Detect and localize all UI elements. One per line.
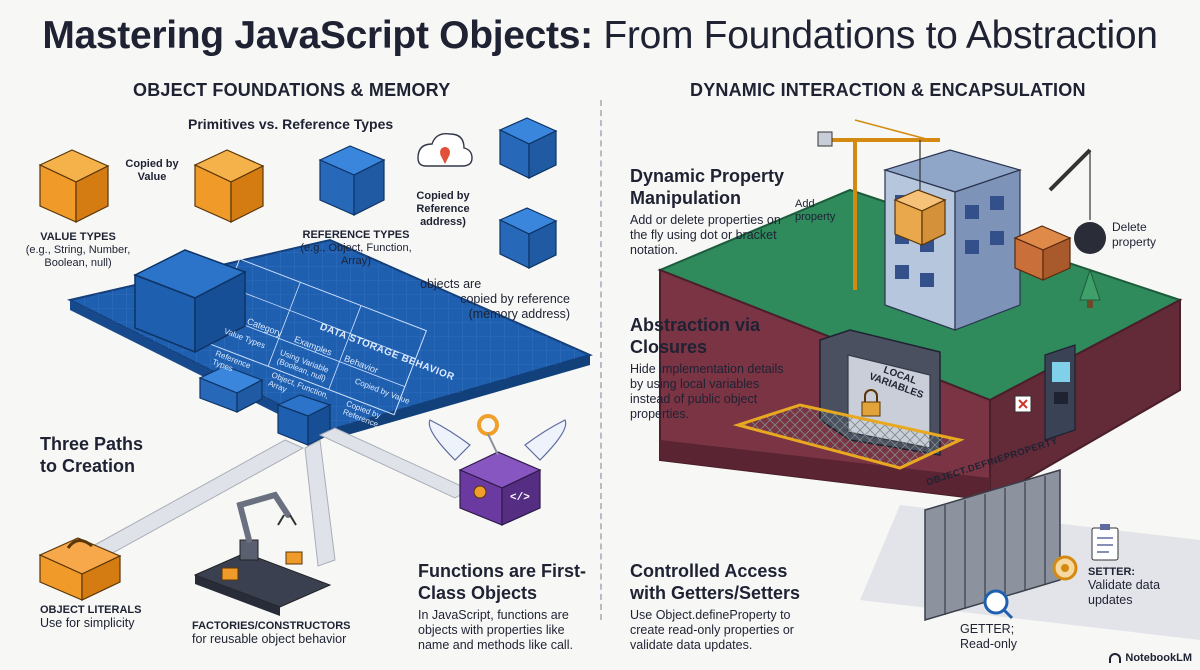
value-types-detail: (e.g., String, Number, Boolean, null) (25, 244, 131, 269)
controlled-detail: Use Object.defineProperty to create read… (630, 608, 794, 652)
copied-by-value-label: Copied by Value (125, 158, 179, 183)
dynamic-detail: Add or delete properties on the fly usin… (630, 213, 781, 257)
function-cube-icon: </> (428, 414, 567, 526)
objects-note: objects are copied by reference (memory … (400, 277, 570, 322)
functions-detail: In JavaScript, functions are objects wit… (418, 608, 573, 652)
copied-by-reference-label: Copied by Reference address) (416, 190, 470, 228)
reference-types-title: REFERENCE TYPES (302, 229, 410, 241)
added-property-box (893, 189, 947, 246)
deleted-property-box (1013, 225, 1072, 281)
reference-cube-2 (498, 117, 558, 179)
setter-gear-icon (1052, 555, 1078, 581)
delete-property-label: Delete property (1112, 220, 1157, 249)
reference-cube-3 (498, 207, 558, 269)
factories-detail: for reusable object behavior (192, 632, 347, 646)
tree-icon (1079, 268, 1101, 308)
primitives-title: Primitives vs. Reference Types (188, 116, 394, 132)
setter-label: SETTER: Validate data updates (1088, 566, 1178, 608)
dynamic-title: Dynamic Property Manipulation (630, 166, 785, 208)
cloud-pin-icon (417, 133, 473, 167)
notebooklm-logo-icon (1109, 653, 1122, 663)
value-cube-1 (38, 149, 110, 223)
object-literals-detail: Use for simplicity (40, 616, 135, 630)
blueprint-header-category: Category (245, 316, 284, 339)
objects-note-line-3: (memory address) (468, 307, 570, 321)
functions-block: Functions are First-Class Objects In Jav… (418, 560, 588, 653)
section-divider (600, 100, 602, 620)
gate-icon (860, 468, 1200, 640)
warning-x-icon (1014, 395, 1032, 413)
object-literals-title: OBJECT LITERALS (40, 604, 142, 616)
brand-badge: NotebookLM (1109, 652, 1192, 664)
title-bold: Mastering JavaScript Objects: (42, 14, 593, 57)
right-section-heading: DYNAMIC INTERACTION & ENCAPSULATION (690, 80, 1086, 100)
title-light: From Foundations to Abstraction (603, 14, 1158, 57)
setter-detail: Validate data updates (1088, 578, 1161, 607)
abstraction-detail: Hide implementation details by using loc… (630, 362, 784, 421)
objects-note-line-1: objects are (420, 277, 482, 291)
getter-magnifier-icon (983, 589, 1014, 620)
factories-title: FACTORIES/CONSTRUCTORS (192, 620, 351, 632)
getter-label: GETTER; Read-only (960, 622, 1040, 652)
value-cube-2 (193, 149, 265, 223)
getter-title: GETTER; (960, 622, 1015, 636)
reference-types-label: REFERENCE TYPES (e.g., Object, Function,… (300, 229, 412, 268)
functions-title: Functions are First-Class Objects (418, 561, 587, 603)
abstraction-title: Abstraction via Closures (630, 315, 761, 357)
robot-arm-icon (193, 491, 332, 616)
brand-label: NotebookLM (1125, 652, 1192, 664)
creation-paths (80, 427, 472, 567)
dynamic-block: Dynamic Property Manipulation Add or del… (630, 165, 790, 258)
atm-terminal-icon (1044, 344, 1076, 441)
three-paths-heading: Three Paths to Creation (40, 434, 144, 476)
blueprint-small-box (198, 365, 264, 413)
setter-title: SETTER: (1088, 566, 1136, 578)
abstraction-block: Abstraction via Closures Hide implementa… (630, 314, 790, 422)
crane-cab (817, 131, 833, 147)
toolbox-icon (38, 537, 122, 601)
setter-clipboard-icon (1091, 524, 1119, 561)
crane-icon (820, 119, 940, 290)
reference-types-detail: (e.g., Object, Function, Array) (300, 242, 412, 267)
controlled-title: Controlled Access with Getters/Setters (630, 561, 801, 603)
svg-text:</>: </> (510, 492, 530, 504)
reference-cube-1 (318, 145, 386, 216)
blueprint-cube (133, 249, 247, 354)
fence (732, 403, 965, 470)
getter-detail: Read-only (960, 637, 1017, 651)
building-icon (882, 149, 1023, 331)
objects-note-line-2: copied by reference (460, 292, 570, 306)
value-types-label: VALUE TYPES (e.g., String, Number, Boole… (18, 231, 138, 270)
add-property-label: Add property (795, 198, 836, 223)
blueprint-header-behavior: Behavior (342, 353, 380, 376)
value-types-title: VALUE TYPES (40, 231, 116, 243)
wrecking-ball-icon (1048, 148, 1106, 254)
object-literals-label: OBJECT LITERALS Use for simplicity (40, 604, 141, 631)
controlled-block: Controlled Access with Getters/Setters U… (630, 560, 820, 653)
left-section-heading: OBJECT FOUNDATIONS & MEMORY (133, 80, 451, 100)
page-title: Mastering JavaScript Objects: From Found… (0, 14, 1200, 58)
factories-label: FACTORIES/CONSTRUCTORS for reusable obje… (192, 620, 351, 647)
